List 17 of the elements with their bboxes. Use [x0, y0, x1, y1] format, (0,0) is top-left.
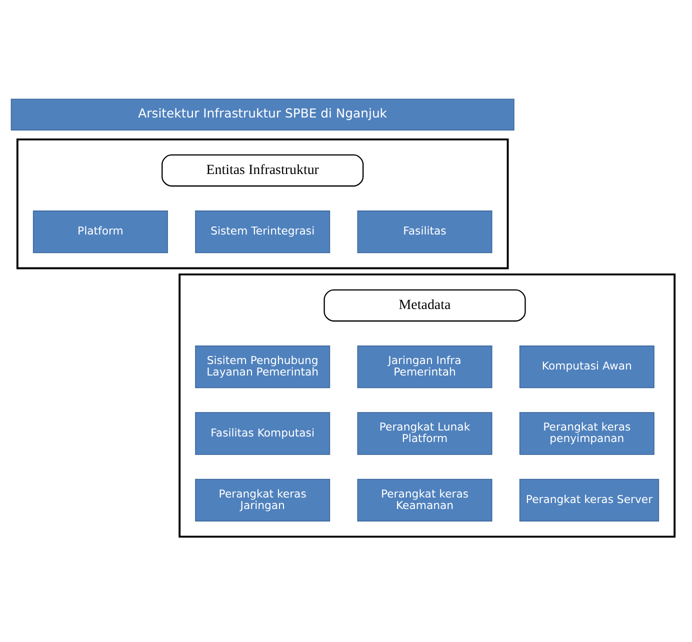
node-box: Jaringan Infra Pemerintah [357, 345, 492, 388]
cluster [178, 273, 676, 538]
node-box: Arsitektur Infrastruktur SPBE di Nganjuk [10, 98, 514, 131]
cluster [16, 138, 509, 270]
node-box: Platform [32, 210, 168, 254]
node-box: Fasilitas [357, 210, 492, 254]
node-box: Sisitem Penghubung Layanan Pemerintah [195, 345, 330, 388]
node-box: Komputasi Awan [519, 345, 654, 388]
node-box: Perangkat keras Server [519, 478, 660, 522]
node-box: Perangkat keras Jaringan [195, 478, 330, 522]
node-box: Perangkat keras Keamanan [357, 478, 492, 522]
node-box: Sistem Terintegrasi [195, 210, 330, 254]
node-box: Perangkat Lunak Platform [357, 412, 492, 455]
node-box: Fasilitas Komputasi [195, 412, 330, 455]
node-box: Entitas Infrastruktur [162, 154, 364, 187]
node-box: Perangkat keras penyimpanan [519, 412, 654, 455]
node-box: Metadata [324, 289, 526, 322]
